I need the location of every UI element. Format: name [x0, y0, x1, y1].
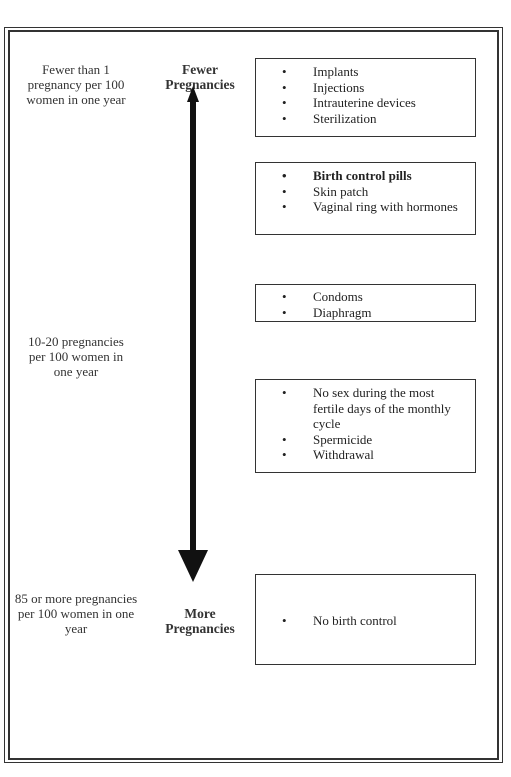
method-item-label: Injections: [313, 79, 365, 95]
arrow-head-up: [187, 86, 199, 102]
bullet-icon: •: [282, 183, 287, 199]
method-item: • Skin patch: [256, 184, 475, 200]
bullet-icon: •: [282, 385, 287, 400]
method-item: • Injections: [256, 80, 475, 96]
bullet-icon: •: [282, 199, 287, 214]
method-item: • Condoms: [256, 289, 475, 305]
rate-bottom-text: 85 or more pregnancies per 100 women in …: [14, 591, 138, 636]
bullet-icon: •: [282, 95, 287, 110]
bullet-icon: •: [282, 304, 287, 320]
bullet-icon: •: [282, 447, 287, 462]
method-item: • Diaphragm: [256, 305, 475, 321]
method-item-label: Withdrawal: [313, 447, 374, 462]
bullet-icon: •: [282, 168, 287, 183]
method-item: • No birth control: [256, 613, 475, 629]
bullet-icon: •: [282, 613, 287, 628]
method-box-4: • No sex during the most fertile days of …: [255, 379, 476, 473]
rate-top-text: Fewer than 1 pregnancy per 100 women in …: [26, 62, 126, 107]
method-item-label: Intrauterine devices: [313, 95, 416, 110]
arrow-head-down: [178, 550, 208, 582]
fewer-pregnancies-label: Fewer Pregnancies: [165, 62, 235, 92]
method-list-1: • Implants • Injections • Intrauterine device…: [256, 64, 475, 126]
method-item: • Sterilization: [256, 111, 475, 127]
arrow-shaft: [190, 100, 196, 552]
bullet-icon: •: [282, 79, 287, 95]
outer-frame: [4, 27, 503, 763]
method-item: • Birth control pills: [256, 168, 475, 184]
method-item: • Implants: [256, 64, 475, 80]
method-list-4: • No sex during the most fertile days of …: [256, 385, 475, 463]
method-item: • Intrauterine devices: [256, 95, 475, 111]
bullet-icon: •: [282, 64, 287, 79]
bullet-icon: •: [282, 110, 287, 126]
method-box-1: • Implants • Injections • Intrauterine device…: [255, 58, 476, 137]
method-item-label: Skin patch: [313, 183, 369, 199]
method-item-label: No birth control: [313, 613, 397, 628]
more-pregnancies-label: More Pregnancies: [165, 606, 235, 636]
method-item-label: Birth control pills: [313, 168, 412, 183]
method-item-label: Diaphragm: [313, 304, 372, 320]
bullet-icon: •: [282, 431, 287, 447]
method-item-label: Implants: [313, 64, 359, 79]
bullet-icon: •: [282, 289, 287, 304]
inner-frame: [8, 30, 499, 760]
method-list-2: • Birth control pills • Skin patch • Vaginal …: [256, 168, 475, 215]
method-item-label: Condoms: [313, 289, 363, 304]
method-box-3: • Condoms • Diaphragm: [255, 284, 476, 322]
method-item-label: No sex during the most fertile days of t…: [313, 385, 451, 431]
method-list-5: • No birth control: [256, 613, 475, 629]
method-box-5: • No birth control: [255, 574, 476, 665]
method-item-label: Spermicide: [313, 431, 373, 447]
method-item-label: Vaginal ring with hormones: [313, 199, 458, 214]
method-box-2: • Birth control pills • Skin patch • Vaginal …: [255, 162, 476, 235]
method-item-label: Sterilization: [313, 110, 377, 126]
method-list-3: • Condoms • Diaphragm: [256, 289, 475, 320]
method-item: • Spermicide: [256, 432, 475, 448]
method-item: • Vaginal ring with hormones: [256, 199, 475, 215]
method-item: • No sex during the most fertile days of …: [256, 385, 475, 432]
rate-middle-text: 10-20 pregnancies per 100 women in one y…: [28, 334, 124, 379]
method-item: • Withdrawal: [256, 447, 475, 463]
